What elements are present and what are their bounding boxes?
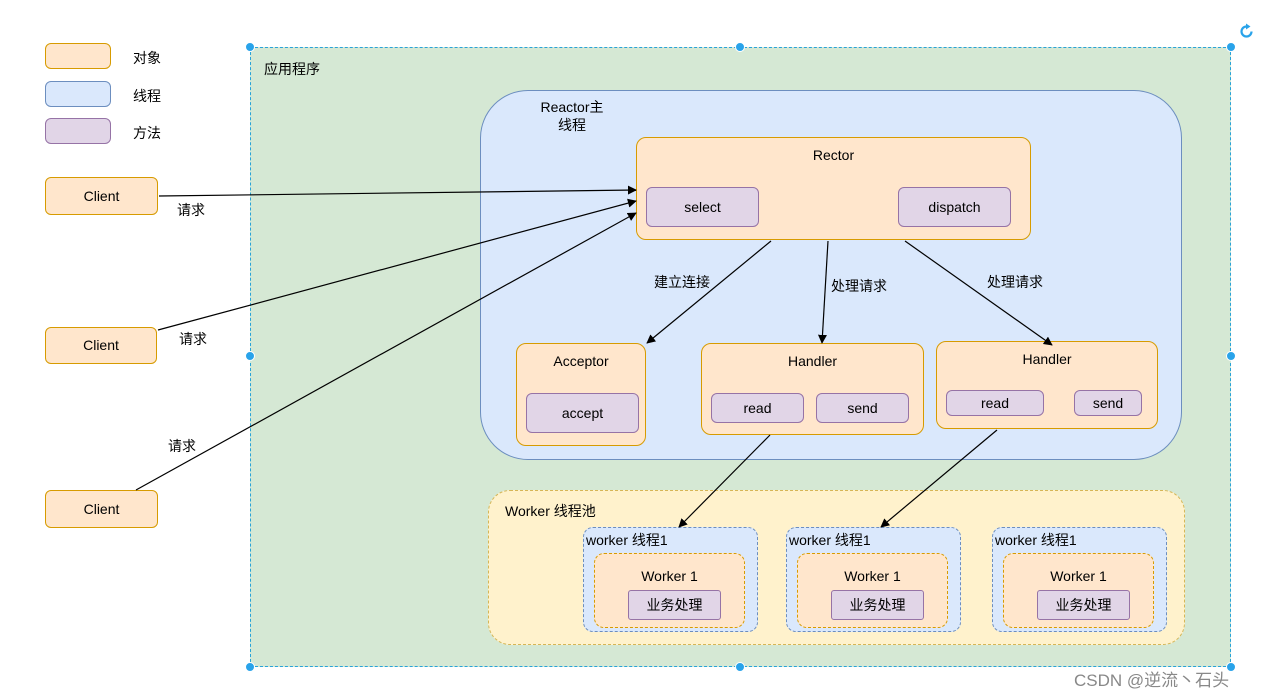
resize-handle-top-left[interactable] (245, 42, 255, 52)
connect-edge-label: 建立连接 (654, 274, 710, 290)
accept-method[interactable]: accept (526, 393, 639, 433)
handle-edge-label-1: 处理请求 (831, 278, 887, 294)
worker-3-title: Worker 1 (1050, 568, 1107, 584)
handler-2-send-method[interactable]: send (1074, 390, 1142, 416)
resize-handle-right[interactable] (1226, 351, 1236, 361)
worker-thread-3-title: worker 线程1 (995, 532, 1077, 548)
resize-handle-bottom-right[interactable] (1226, 662, 1236, 672)
rector-title: Rector (812, 147, 855, 163)
request-label-3: 请求 (168, 438, 196, 454)
handler-2-title: Handler (1022, 351, 1072, 367)
worker-thread-2-title: worker 线程1 (789, 532, 871, 548)
handler-2-read-method[interactable]: read (946, 390, 1044, 416)
request-label-2: 请求 (179, 331, 207, 347)
legend-thread-swatch (45, 81, 111, 107)
worker-2-task-method[interactable]: 业务处理 (831, 590, 924, 620)
worker-thread-1-title: worker 线程1 (586, 532, 668, 548)
watermark: CSDN @逆流丶石头 (1074, 671, 1230, 690)
client-1[interactable]: Client (45, 177, 158, 215)
legend-method-swatch (45, 118, 111, 144)
select-method[interactable]: select (646, 187, 759, 227)
worker-2-title: Worker 1 (844, 568, 901, 584)
dispatch-method[interactable]: dispatch (898, 187, 1011, 227)
resize-handle-top[interactable] (735, 42, 745, 52)
legend-method-label: 方法 (133, 125, 161, 141)
resize-handle-bottom-left[interactable] (245, 662, 255, 672)
rotate-icon[interactable] (1238, 23, 1255, 40)
worker-1-task-method[interactable]: 业务处理 (628, 590, 721, 620)
legend-thread-label: 线程 (133, 88, 161, 104)
reactor-thread-title-line1: Reactor主 (540, 99, 604, 115)
client-3[interactable]: Client (45, 490, 158, 528)
resize-handle-top-right[interactable] (1226, 42, 1236, 52)
application-label: 应用程序 (264, 61, 320, 77)
reactor-thread-title: Reactor主 线程 (536, 98, 608, 134)
reactor-thread-title-line2: 线程 (558, 117, 586, 133)
handler-1-title: Handler (787, 353, 838, 369)
handle-edge-label-2: 处理请求 (987, 274, 1043, 290)
resize-handle-left[interactable] (245, 351, 255, 361)
resize-handle-bottom[interactable] (735, 662, 745, 672)
handler-1-send-method[interactable]: send (816, 393, 909, 423)
acceptor-title: Acceptor (553, 353, 609, 369)
worker-3-task-method[interactable]: 业务处理 (1037, 590, 1130, 620)
handler-1-read-method[interactable]: read (711, 393, 804, 423)
worker-pool-title: Worker 线程池 (505, 503, 596, 519)
request-label-1: 请求 (177, 202, 205, 218)
legend-object-swatch (45, 43, 111, 69)
legend-object-label: 对象 (133, 50, 161, 66)
worker-1-title: Worker 1 (641, 568, 698, 584)
client-2[interactable]: Client (45, 327, 157, 364)
